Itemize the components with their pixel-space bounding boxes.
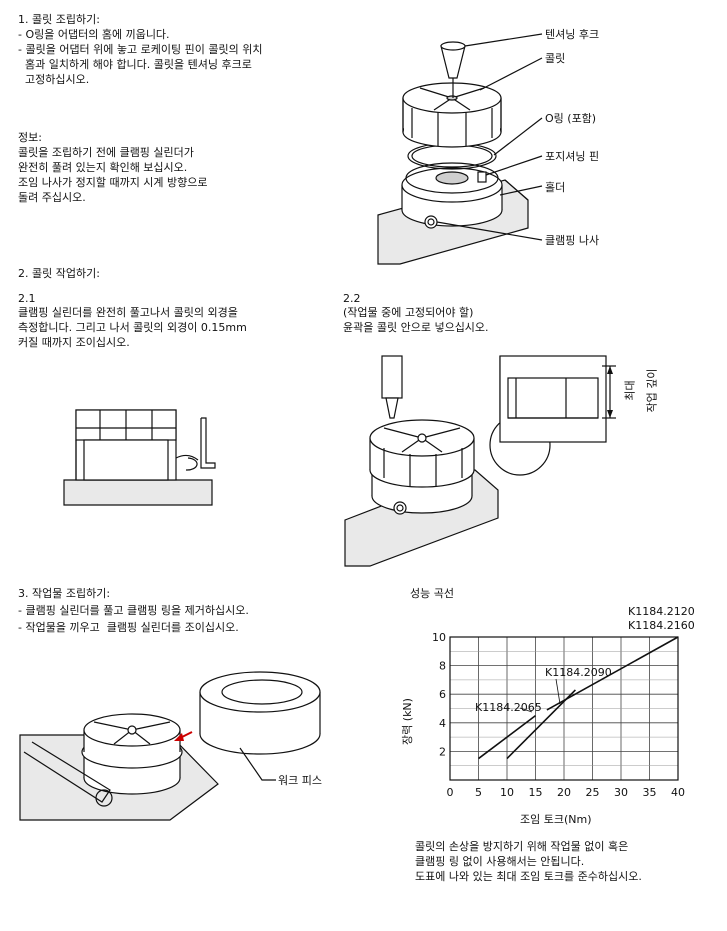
assembly-step-1: - O링을 어댑터의 홈에 끼웁니다. xyxy=(18,28,170,41)
y-tick-label: 6 xyxy=(439,688,446,701)
working-step1-line-2: 측정합니다. 그리고 나서 콜릿의 외경이 0.15mm xyxy=(18,321,247,334)
working-step2-number: 2.2 xyxy=(343,292,361,305)
y-tick-label: 10 xyxy=(432,631,446,644)
info-line-2: 완전히 풀려 있는지 확인해 보십시오. xyxy=(18,161,188,174)
series-label: K1184.2090 xyxy=(545,666,612,679)
chart-frame xyxy=(449,636,679,781)
performance-note-2: 클램핑 링 없이 사용해서는 안됩니다. xyxy=(415,855,585,868)
x-tick-label: 40 xyxy=(671,786,685,799)
y-tick-label: 4 xyxy=(439,717,446,730)
working-heading: 2. 콜릿 작업하기: xyxy=(18,267,100,280)
x-tick-label: 10 xyxy=(500,786,514,799)
callout-o-ring: O링 (포함) xyxy=(545,112,597,125)
workpiece-step-1: - 클램핑 실린더를 풀고 클램핑 링을 제거하십시오. xyxy=(18,604,249,617)
series-line xyxy=(506,689,576,760)
chart-xlabel: 조임 토크(Nm) xyxy=(520,813,592,826)
chart-header-label-1: K1184.2120 xyxy=(628,605,695,618)
info-line-3: 조임 나사가 정지할 때까지 시계 방향으로 xyxy=(18,176,208,189)
info-line-4: 돌려 주십시오. xyxy=(18,191,86,204)
workpiece-step-2: - 작업물을 끼우고 클램핑 실린더를 조이십시오. xyxy=(18,621,239,634)
working-step1-line-3: 커질 때까지 조이십시오. xyxy=(18,336,130,349)
callout-holder: 홀더 xyxy=(545,181,566,194)
assembly-figure xyxy=(377,33,543,265)
callout-workpiece: 워크 피스 xyxy=(278,774,322,787)
y-tick-label: 8 xyxy=(439,660,446,673)
series-line xyxy=(478,715,536,760)
working-step2-line-1: (작업물 중에 고정되어야 할) xyxy=(343,306,474,319)
assembly-step-3: 홈과 일치하게 해야 합니다. 콜릿을 텐셔닝 후크로 xyxy=(18,58,252,71)
measuring-figure xyxy=(63,409,216,506)
info-line-1: 콜릿을 조립하기 전에 클램핑 실린더가 xyxy=(18,146,194,159)
workpiece-figure xyxy=(19,671,321,821)
callout-collet: 콜릿 xyxy=(545,52,566,65)
working-step1-number: 2.1 xyxy=(18,292,36,305)
working-step1-line-1: 클램핑 실린더를 완전히 풀고나서 콜릿의 외경을 xyxy=(18,306,238,319)
workpiece-heading: 3. 작업물 조립하기: xyxy=(18,587,111,600)
insertion-figure xyxy=(344,355,616,567)
assembly-step-2: - 콜릿을 어댑터 위에 놓고 로케이팅 핀이 콜릿의 위치 xyxy=(18,43,263,56)
working-step2-line-2: 윤곽을 콜릿 안으로 넣으십시오. xyxy=(343,321,489,334)
performance-note-1: 콜릿의 손상을 방지하기 위해 작업물 없이 혹은 xyxy=(415,840,629,853)
series-label-leader xyxy=(555,678,561,705)
x-tick-label: 20 xyxy=(557,786,571,799)
callout-tension-hook: 텐셔닝 후크 xyxy=(545,28,600,41)
performance-note-3: 도표에 나와 있는 최대 조임 토크를 준수하십시오. xyxy=(415,870,642,883)
y-tick-label: 2 xyxy=(439,745,446,758)
assembly-step-4: 고정하십시오. xyxy=(18,73,90,86)
series-label-leader xyxy=(519,707,533,713)
performance-title: 성능 곡선 xyxy=(410,587,454,600)
series-label: K1184.2065 xyxy=(475,701,542,714)
x-tick-label: 30 xyxy=(614,786,628,799)
x-tick-label: 15 xyxy=(529,786,543,799)
x-tick-label: 0 xyxy=(447,786,454,799)
x-tick-label: 5 xyxy=(475,786,482,799)
callout-clamping-screw: 클램핑 나사 xyxy=(545,234,600,247)
callout-positioning-pin: 포지셔닝 핀 xyxy=(545,150,600,163)
assembly-heading: 1. 콜릿 조립하기: xyxy=(18,13,100,26)
info-heading: 정보: xyxy=(18,131,42,144)
chart-header-label-2: K1184.2160 xyxy=(628,619,695,632)
series-line xyxy=(546,636,679,711)
x-tick-label: 35 xyxy=(643,786,657,799)
x-tick-label: 25 xyxy=(586,786,600,799)
